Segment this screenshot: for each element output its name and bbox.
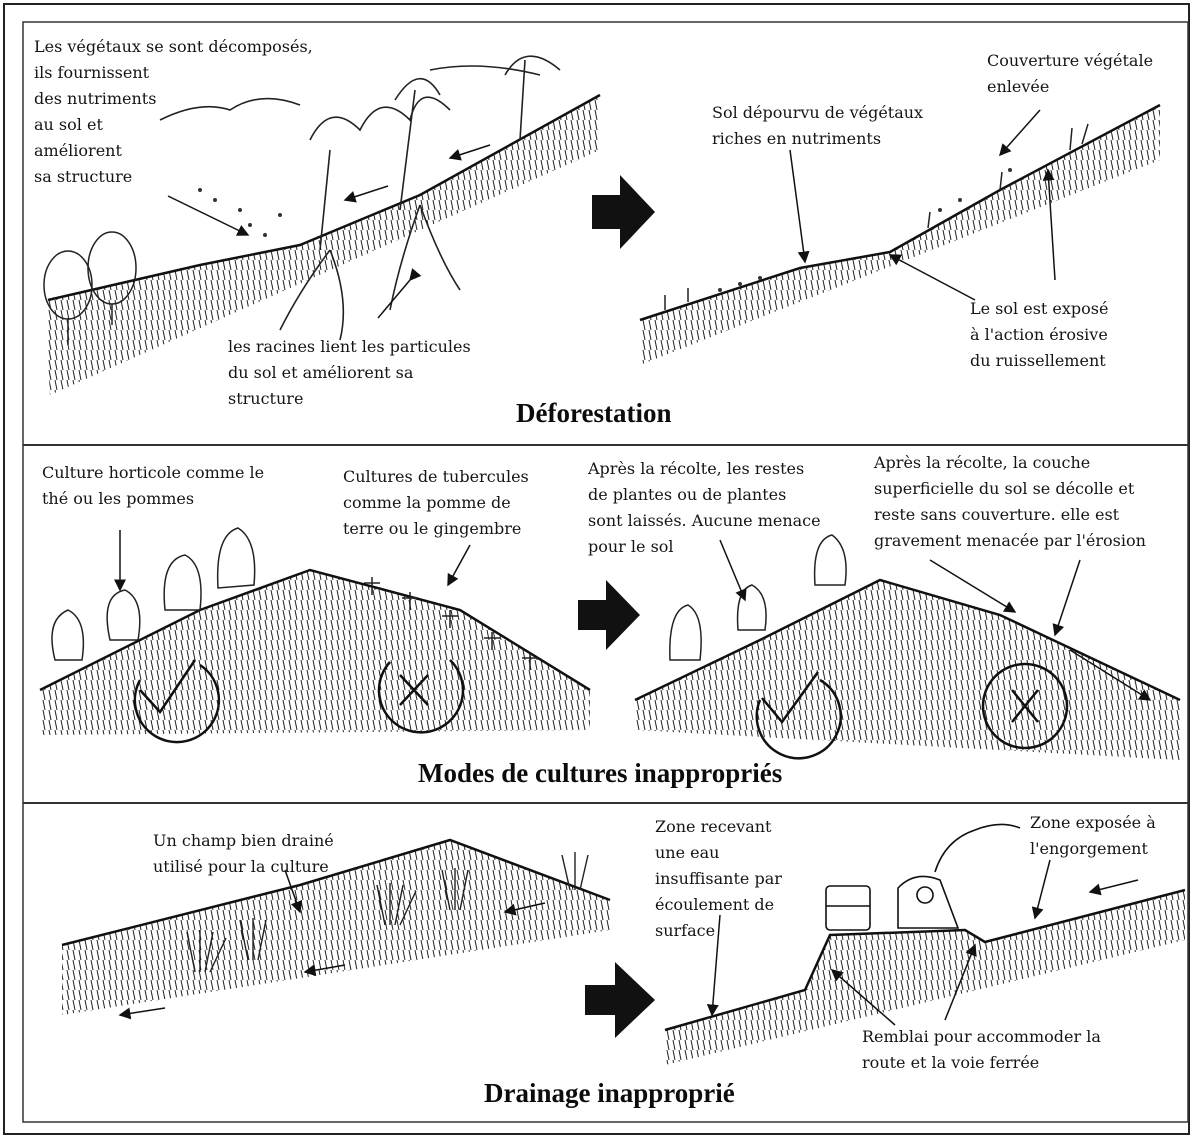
litter-dots bbox=[198, 188, 282, 237]
label-arrow bbox=[378, 280, 410, 318]
arrow-right-icon bbox=[578, 580, 640, 650]
embankment-label: Remblai pour accommoder la route et la v… bbox=[862, 1024, 1101, 1076]
hill-right bbox=[635, 580, 1180, 760]
train-icon bbox=[826, 886, 870, 930]
decomposition-label: Les végétaux se sont décomposés, ils fou… bbox=[34, 34, 313, 190]
panel-title-drainage: Drainage inapproprié bbox=[484, 1078, 735, 1109]
exposed-soil-label: Le sol est exposé à l'action érosive du … bbox=[970, 296, 1108, 374]
arrow-right-icon bbox=[585, 962, 655, 1038]
panel-title-cultivation: Modes de cultures inappropriés bbox=[418, 758, 782, 789]
label-arrow bbox=[448, 545, 470, 585]
panel-title-deforestation: Déforestation bbox=[516, 398, 671, 429]
insufficient-water-label: Zone recevant une eau insuffisante par é… bbox=[655, 814, 782, 944]
label-arrow bbox=[168, 196, 248, 235]
cover-removed-label: Couverture végétale enlevée bbox=[987, 48, 1153, 100]
arrow-right-icon bbox=[592, 175, 655, 249]
horticulture-label: Culture horticole comme le thé ou les po… bbox=[42, 460, 264, 512]
tractor-icon bbox=[898, 824, 1020, 928]
waterlogging-label: Zone exposée à l'engorgement bbox=[1030, 810, 1156, 862]
drained-field-label: Un champ bien drainé utilisé pour la cul… bbox=[153, 828, 334, 880]
residues-label: Après la récolte, les restes de plantes … bbox=[588, 456, 821, 560]
bare-soil-label: Sol dépourvu de végétaux riches en nutri… bbox=[712, 100, 923, 152]
hill-left bbox=[40, 570, 590, 735]
tubers-label: Cultures de tubercules comme la pomme de… bbox=[343, 464, 529, 542]
roots-label: les racines lient les particules du sol … bbox=[228, 334, 471, 412]
topsoil-label: Après la récolte, la couche superficiell… bbox=[874, 450, 1146, 554]
